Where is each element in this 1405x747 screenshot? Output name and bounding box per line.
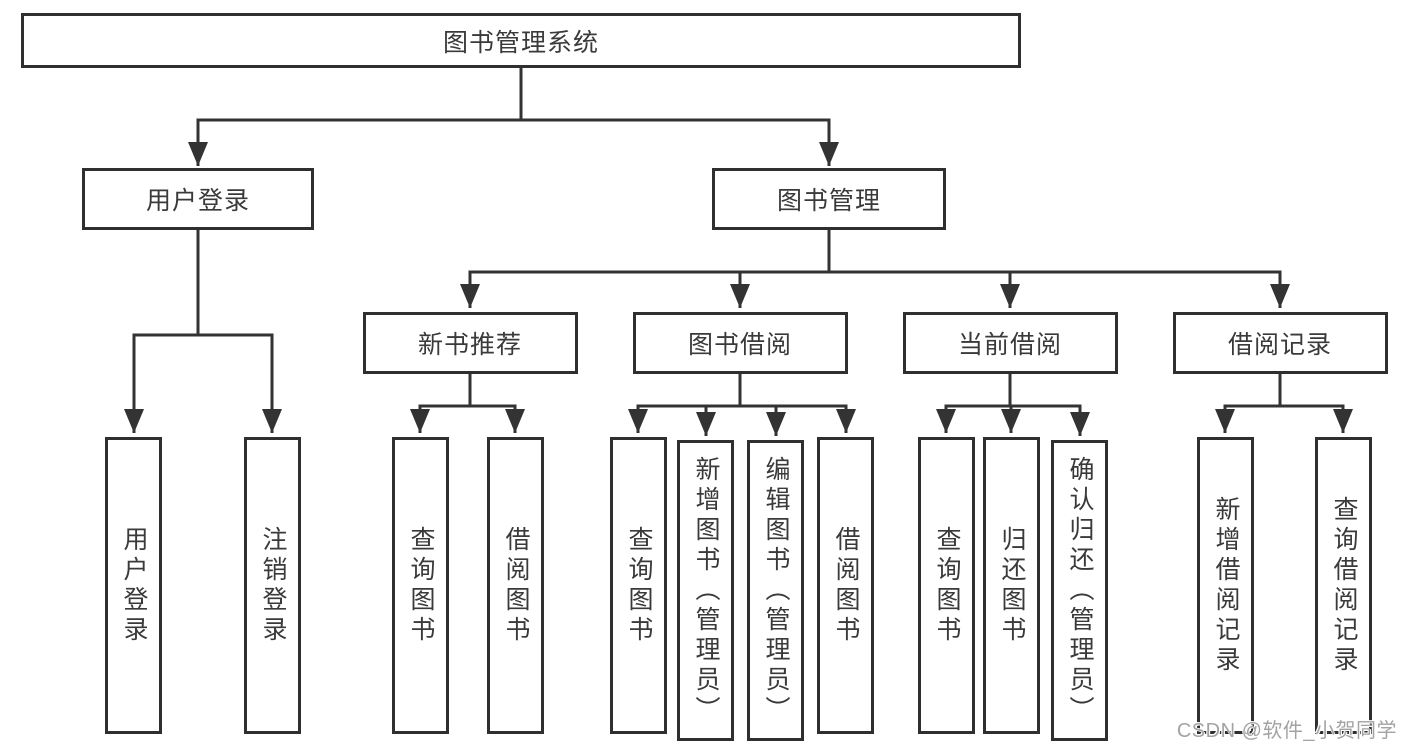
node-user-login-label: 用户登录	[145, 187, 250, 215]
leaf-bb-edit-books-admin: 编辑图书（管理员）	[747, 440, 804, 741]
connectors-book-management	[460, 229, 1290, 308]
leaf-br-query-record: 查询借阅记录	[1315, 437, 1372, 734]
node-borrowing-records-label: 借阅记录	[1227, 331, 1332, 359]
connectors-root	[188, 66, 839, 166]
leaf-cb-query-books: 查询图书	[918, 437, 975, 734]
leaf-br-query-record-label: 查询借阅记录	[1330, 495, 1358, 676]
leaf-cb-query-books-label: 查询图书	[933, 525, 961, 646]
leaf-cb-return-books-label: 归还图书	[998, 525, 1026, 646]
leaf-br-add-record-label: 新增借阅记录	[1212, 495, 1240, 676]
node-book-borrowing: 图书借阅	[632, 312, 848, 374]
connectors-current-borrowing	[936, 373, 1090, 436]
node-borrowing-records: 借阅记录	[1172, 312, 1388, 374]
leaf-logout-login: 注销登录	[244, 437, 301, 734]
leaf-user-login: 用户登录	[105, 437, 162, 734]
leaf-cb-confirm-return-admin: 确认归还（管理员）	[1051, 440, 1108, 741]
node-book-management-label: 图书管理	[776, 187, 881, 215]
node-current-borrowing-label: 当前借阅	[957, 331, 1062, 359]
node-library-management-system-label: 图书管理系统	[442, 28, 599, 57]
leaf-bb-add-books-admin: 新增图书（管理员）	[677, 440, 734, 741]
node-book-borrowing-label: 图书借阅	[687, 331, 792, 359]
node-current-borrowing: 当前借阅	[902, 312, 1118, 374]
connectors-borrowing-records	[1215, 373, 1353, 433]
leaf-bb-query-books: 查询图书	[610, 437, 667, 734]
leaf-nbr-borrow-books: 借阅图书	[487, 437, 544, 734]
node-user-login: 用户登录	[82, 168, 314, 230]
leaf-nbr-query-books: 查询图书	[392, 437, 449, 734]
leaf-bb-add-books-admin-label: 新增图书（管理员）	[692, 455, 720, 726]
leaf-user-login-label: 用户登录	[120, 525, 148, 646]
leaf-logout-login-label: 注销登录	[259, 525, 287, 646]
leaf-bb-edit-books-admin-label: 编辑图书（管理员）	[762, 455, 790, 726]
node-book-management: 图书管理	[712, 168, 946, 230]
node-new-book-recommend-label: 新书推荐	[417, 331, 522, 359]
leaf-br-add-record: 新增借阅记录	[1197, 437, 1254, 734]
leaf-cb-confirm-return-admin-label: 确认归还（管理员）	[1066, 455, 1094, 726]
connectors-user-login	[124, 229, 282, 433]
leaf-nbr-query-books-label: 查询图书	[407, 525, 435, 646]
leaf-nbr-borrow-books-label: 借阅图书	[502, 525, 530, 646]
leaf-cb-return-books: 归还图书	[983, 437, 1040, 734]
node-new-book-recommend: 新书推荐	[362, 312, 578, 374]
leaf-bb-borrow-books-label: 借阅图书	[832, 525, 860, 646]
leaf-bb-query-books-label: 查询图书	[625, 525, 653, 646]
connectors-book-borrowing	[628, 373, 856, 436]
connectors-new-book-recommend	[410, 373, 525, 433]
node-library-management-system: 图书管理系统	[21, 13, 1021, 68]
watermark: CSDN @软件_小贺同学	[1176, 720, 1397, 742]
leaf-bb-borrow-books: 借阅图书	[817, 437, 874, 734]
